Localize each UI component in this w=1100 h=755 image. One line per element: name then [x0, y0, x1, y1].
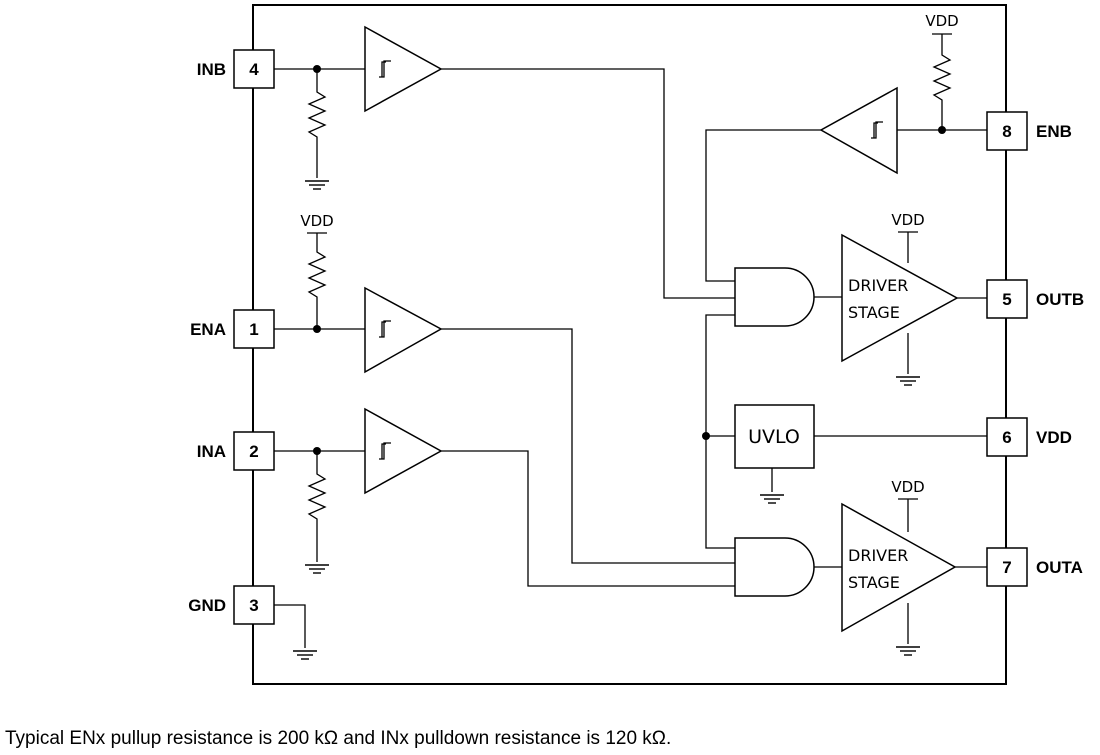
and-gate-a [734, 537, 815, 597]
pin-7-name: OUTA [1036, 558, 1083, 577]
enb-to-and-b-wire [705, 129, 821, 282]
vdd-label-driver-a: VDD [891, 478, 924, 496]
ena-input-path: VDD [274, 212, 365, 333]
uvlo-label: UVLO [748, 426, 800, 448]
pin-3-number: 3 [249, 596, 258, 615]
driver-a-label-2: STAGE [848, 573, 900, 592]
pin-5-name: OUTB [1036, 290, 1084, 309]
pin-7-number: 7 [1002, 558, 1011, 577]
inb-input-path [274, 65, 365, 190]
gnd-pin-path [274, 604, 318, 660]
uvlo-block: UVLO [734, 404, 815, 469]
inb-schmitt-buffer [364, 25, 443, 113]
pin-3: 3 GND [188, 585, 275, 625]
ina-input-path [274, 447, 365, 574]
driver-b-supply: VDD [891, 211, 925, 386]
pin-1-number: 1 [249, 320, 258, 339]
and-gate-b [734, 267, 815, 327]
ina-schmitt-buffer [364, 407, 443, 495]
pin-2-number: 2 [249, 442, 258, 461]
driver-a-label-1: DRIVER [848, 546, 908, 565]
uvlo-to-and-b-wire [705, 314, 735, 549]
pin-8-name: ENB [1036, 122, 1072, 141]
vdd-label-driver-b: VDD [891, 211, 924, 229]
caption-note: Typical ENx pullup resistance is 200 kΩ … [5, 728, 672, 749]
pin-4-number: 4 [249, 60, 259, 79]
pin-5: 5 OUTB [986, 279, 1084, 319]
pin-4-name: INB [197, 60, 226, 79]
inb-to-and-b-wire [441, 68, 735, 299]
pin-4: 4 INB [197, 49, 275, 89]
driver-stage-b: DRIVER STAGE [841, 233, 959, 363]
pin-7: 7 OUTA [986, 547, 1083, 587]
pin-6-name: VDD [1036, 428, 1072, 447]
enb-input-path: VDD [897, 12, 987, 134]
pin-1: 1 ENA [190, 309, 275, 349]
pin-6: 6 VDD [986, 417, 1072, 457]
vdd-label-enb: VDD [925, 12, 958, 30]
driver-a-supply: VDD [891, 478, 925, 656]
driver-b-label-1: DRIVER [848, 276, 908, 295]
pin-1-name: ENA [190, 320, 226, 339]
pin-5-number: 5 [1002, 290, 1011, 309]
ina-to-and-a-wire [441, 450, 735, 587]
pin-6-number: 6 [1002, 428, 1011, 447]
driver-stage-a: DRIVER STAGE [841, 502, 957, 633]
ena-schmitt-buffer [364, 286, 443, 374]
pin-8: 8 ENB [986, 111, 1072, 151]
driver-b-label-2: STAGE [848, 303, 900, 322]
pin-2: 2 INA [197, 431, 275, 471]
pin-8-number: 8 [1002, 122, 1011, 141]
enb-schmitt-buffer [819, 86, 898, 175]
ena-to-and-a-wire [441, 328, 735, 564]
pin-3-name: GND [188, 596, 226, 615]
pin-2-name: INA [197, 442, 226, 461]
vdd-label-ena: VDD [300, 212, 333, 230]
